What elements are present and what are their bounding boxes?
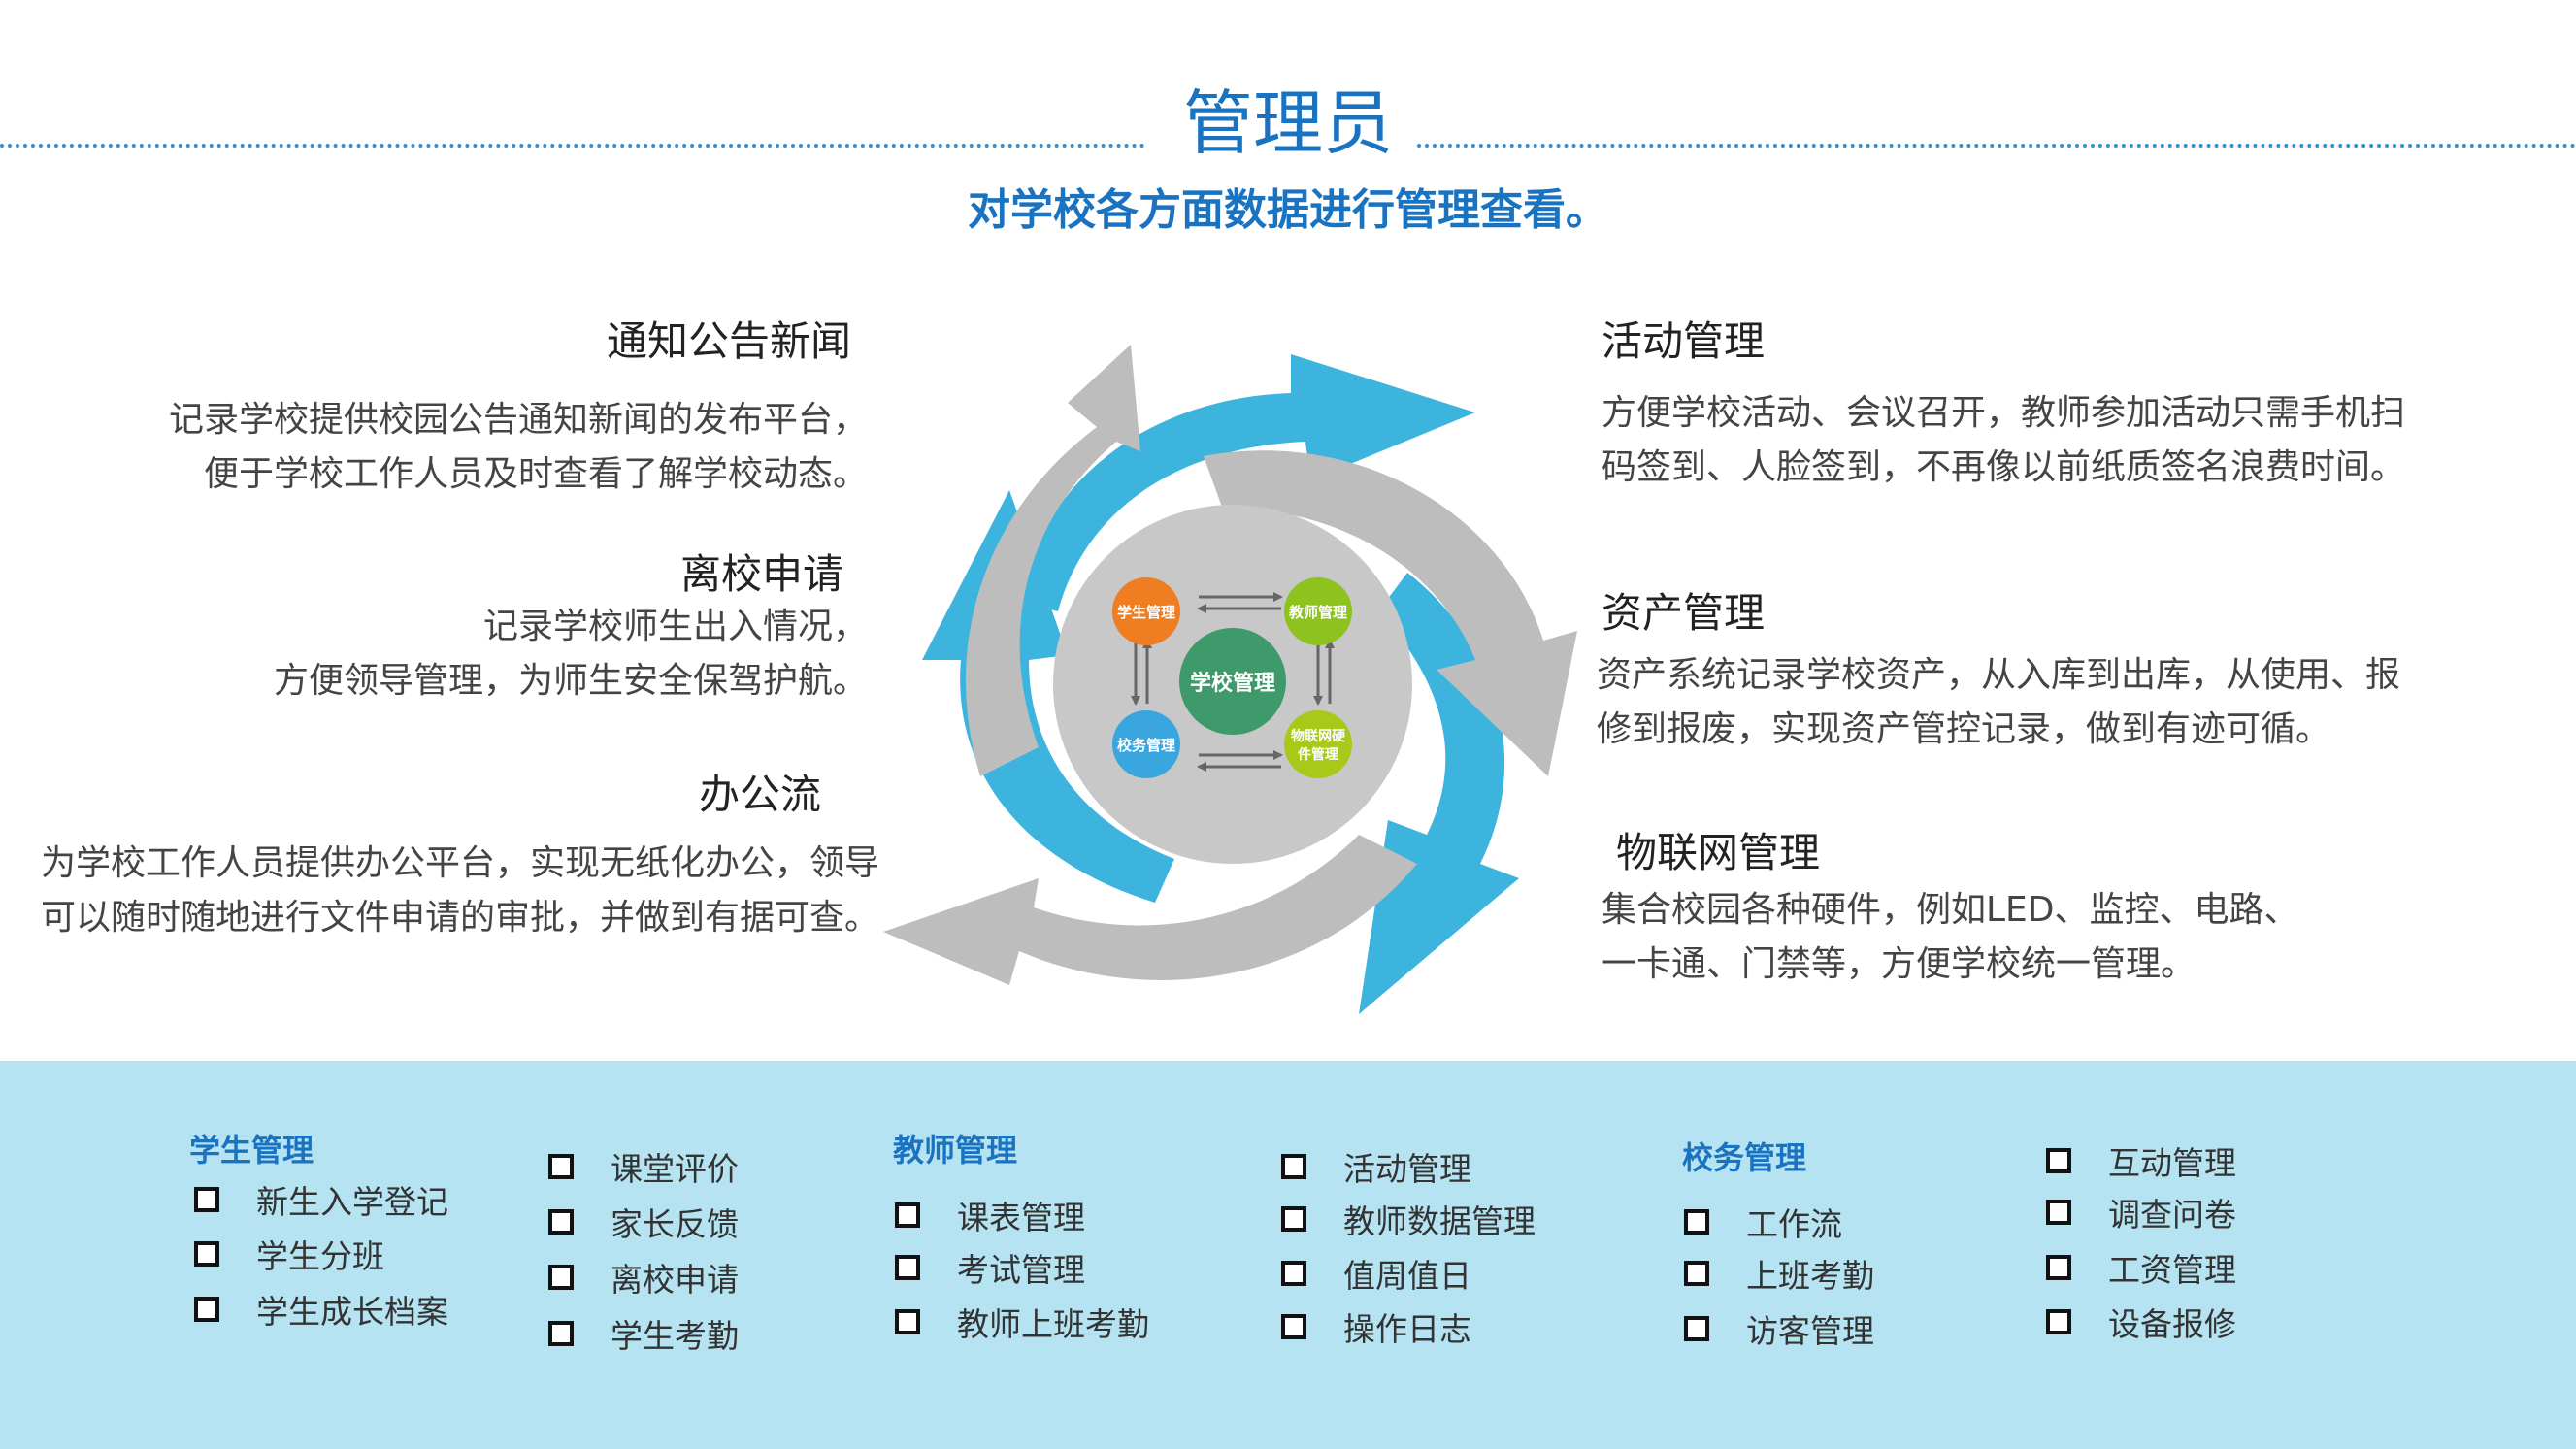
checkbox-icon	[895, 1309, 920, 1334]
swirl-arrow-top-left	[966, 345, 1140, 776]
checkbox-icon	[2046, 1148, 2071, 1173]
checkbox-icon	[1281, 1314, 1306, 1339]
list-item: 离校申请	[548, 1254, 739, 1301]
node-affairs-label: 校务管理	[1117, 737, 1175, 754]
checkbox-icon	[1684, 1209, 1709, 1235]
title-divider-left	[0, 144, 1145, 148]
desc-line: 方便领导管理，为师生安全保驾护航。	[273, 661, 868, 701]
list-item: 学生分班	[194, 1231, 384, 1277]
list-item: 学生成长档案	[194, 1286, 448, 1333]
section-desc-notice: 记录学校提供校园公告通知新闻的发布平台， 便于学校工作人员及时查看了解学校动态。	[169, 393, 868, 502]
checkbox-icon	[1281, 1261, 1306, 1286]
desc-line: 一卡通、门禁等，方便学校统一管理。	[1602, 944, 2196, 984]
checkbox-icon	[1281, 1154, 1306, 1179]
section-desc-iot: 集合校园各种硬件，例如LED、监控、电路、 一卡通、门禁等，方便学校统一管理。	[1602, 883, 2299, 992]
checkbox-icon	[548, 1154, 574, 1179]
checkbox-icon	[548, 1321, 574, 1346]
checkbox-icon	[194, 1297, 219, 1322]
management-cycle-diagram: 学校管理 学生管理 教师管理 校务管理 物联网硬 件管理	[883, 345, 1577, 1014]
list-item: 学生考勤	[548, 1310, 739, 1357]
checkbox-icon	[2046, 1200, 2071, 1225]
node-affairs	[1112, 710, 1180, 778]
feature-list-band	[0, 1061, 2576, 1449]
node-center-label: 学校管理	[1190, 671, 1275, 696]
group-title-affairs: 校务管理	[1682, 1139, 1807, 1176]
group-title-teacher: 教师管理	[893, 1132, 1018, 1169]
list-item: 考试管理	[895, 1244, 1085, 1291]
desc-line: 修到报废，实现资产管控记录，做到有迹可循。	[1597, 709, 2331, 749]
desc-line: 方便学校活动、会议召开，教师参加活动只需手机扫	[1602, 393, 2406, 433]
node-iot-label-1: 物联网硬	[1291, 728, 1346, 744]
swirl-arrow-top	[1019, 354, 1475, 611]
desc-line: 集合校园各种硬件，例如LED、监控、电路、	[1602, 890, 2299, 930]
list-item: 工资管理	[2046, 1244, 2236, 1291]
swirl-arrow-top-right	[1204, 450, 1577, 776]
node-teacher-label: 教师管理	[1288, 604, 1347, 621]
checkbox-icon	[895, 1202, 920, 1228]
node-student-label: 学生管理	[1117, 604, 1175, 621]
list-item: 设备报修	[2046, 1299, 2236, 1345]
page-subtitle: 对学校各方面数据进行管理查看。	[968, 185, 1608, 235]
section-title-office: 办公流	[698, 771, 821, 818]
checkbox-icon	[548, 1209, 574, 1235]
desc-line: 为学校工作人员提供办公平台，实现无纸化办公，领导	[41, 843, 880, 883]
swirl-arrow-bottom-left	[883, 835, 1417, 985]
section-title-notice: 通知公告新闻	[606, 317, 851, 365]
desc-line: 便于学校工作人员及时查看了解学校动态。	[203, 454, 868, 494]
desc-line: 资产系统记录学校资产，从入库到出库，从使用、报	[1597, 655, 2401, 695]
list-item: 上班考勤	[1684, 1250, 1874, 1297]
desc-line: 记录学校师生出入情况，	[482, 607, 868, 646]
node-student	[1112, 577, 1180, 645]
page-title: 管理员	[1182, 82, 1393, 164]
checkbox-icon	[1684, 1316, 1709, 1341]
group-title-student: 学生管理	[189, 1132, 314, 1169]
section-desc-asset: 资产系统记录学校资产，从入库到出库，从使用、报 修到报废，实现资产管控记录，做到…	[1597, 648, 2400, 757]
node-center	[1179, 628, 1286, 735]
list-item: 工作流	[1684, 1199, 1842, 1245]
checkbox-icon	[194, 1187, 219, 1212]
checkbox-icon	[2046, 1309, 2071, 1334]
desc-line: 可以随时随地进行文件申请的审批，并做到有据可查。	[41, 898, 880, 938]
list-item: 互动管理	[2046, 1137, 2236, 1184]
section-desc-activity: 方便学校活动、会议召开，教师参加活动只需手机扫 码签到、人脸签到，不再像以前纸质…	[1602, 386, 2405, 495]
node-teacher	[1284, 577, 1352, 645]
section-title-leave: 离校申请	[679, 550, 843, 598]
list-item: 课堂评价	[548, 1143, 739, 1190]
list-item: 调查问卷	[2046, 1189, 2236, 1235]
list-item: 教师数据管理	[1281, 1196, 1536, 1242]
list-item: 新生入学登记	[194, 1176, 448, 1223]
checkbox-icon	[194, 1241, 219, 1267]
section-title-iot: 物联网管理	[1616, 829, 1821, 876]
checkbox-icon	[1281, 1206, 1306, 1232]
section-title-activity: 活动管理	[1602, 317, 1766, 365]
node-iot-label-2: 件管理	[1298, 746, 1338, 763]
checkbox-icon	[2046, 1255, 2071, 1280]
list-item: 教师上班考勤	[895, 1299, 1149, 1345]
list-item: 课表管理	[895, 1192, 1085, 1238]
list-item: 操作日志	[1281, 1303, 1471, 1350]
section-title-asset: 资产管理	[1602, 589, 1766, 637]
list-item: 活动管理	[1281, 1143, 1471, 1190]
checkbox-icon	[548, 1265, 574, 1290]
section-desc-office: 为学校工作人员提供办公平台，实现无纸化办公，领导 可以随时随地进行文件申请的审批…	[41, 837, 879, 945]
node-iot	[1284, 710, 1352, 778]
list-item: 值周值日	[1281, 1250, 1471, 1297]
checkbox-icon	[1684, 1261, 1709, 1286]
desc-line: 码签到、人脸签到，不再像以前纸质签名浪费时间。	[1602, 447, 2406, 487]
section-desc-leave: 记录学校师生出入情况， 方便领导管理，为师生安全保驾护航。	[274, 600, 868, 708]
list-item: 访客管理	[1684, 1305, 1874, 1352]
checkbox-icon	[895, 1255, 920, 1280]
list-item: 家长反馈	[548, 1199, 739, 1245]
desc-line: 记录学校提供校园公告通知新闻的发布平台，	[168, 400, 868, 440]
title-divider-right	[1417, 144, 2576, 148]
